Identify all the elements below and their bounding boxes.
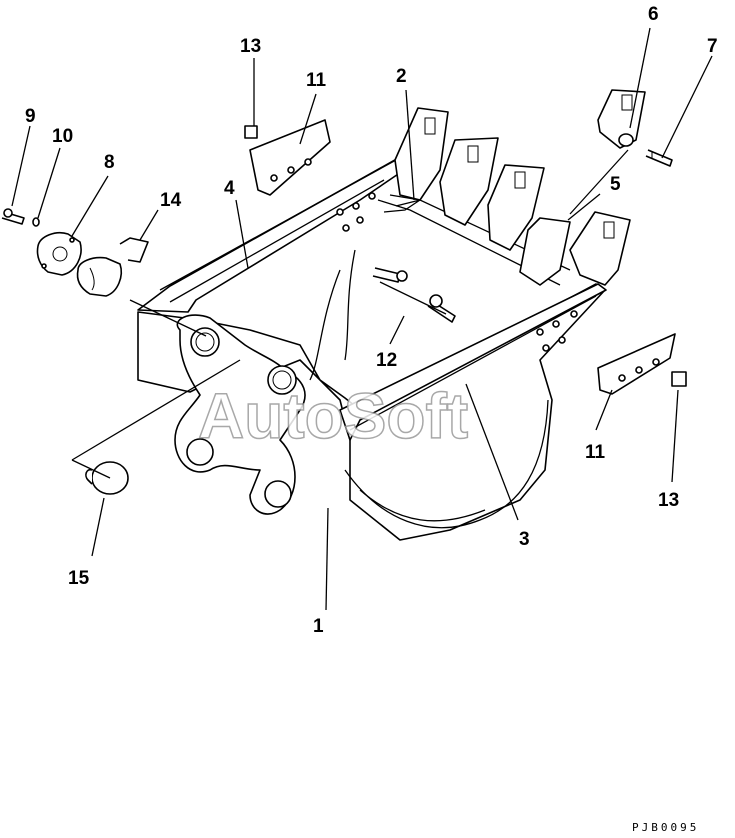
bucket-body — [137, 155, 607, 541]
bucket-teeth — [394, 107, 631, 286]
callout-2: 2 — [396, 66, 407, 87]
tooth-exploded — [597, 89, 673, 167]
callout-4: 4 — [224, 178, 235, 199]
callout-11-right: 11 — [585, 442, 606, 463]
callout-5: 5 — [610, 174, 621, 195]
callout-9: 9 — [25, 106, 36, 127]
callout-8: 8 — [104, 152, 115, 173]
callout-13-right: 13 — [658, 490, 679, 511]
hub-hardware — [1, 208, 149, 495]
callouts: 1 2 3 4 5 6 7 8 9 10 11 11 12 13 13 14 1… — [25, 4, 718, 637]
callout-10: 10 — [52, 126, 73, 147]
drawing-code: PJB0095 — [632, 821, 699, 834]
mounting-bracket — [174, 314, 306, 515]
watermark: AutoSoft — [198, 380, 468, 452]
callout-1: 1 — [313, 616, 324, 637]
leader-lines — [11, 27, 713, 611]
callout-6: 6 — [648, 4, 659, 25]
callout-15: 15 — [68, 568, 90, 589]
callout-7: 7 — [707, 36, 718, 57]
callout-13-top: 13 — [240, 36, 261, 57]
side-cutters — [244, 119, 687, 395]
callout-3: 3 — [519, 529, 530, 550]
callout-11-top: 11 — [306, 70, 327, 91]
callout-12: 12 — [376, 350, 397, 371]
callout-14: 14 — [160, 190, 182, 211]
bolts — [372, 267, 456, 323]
